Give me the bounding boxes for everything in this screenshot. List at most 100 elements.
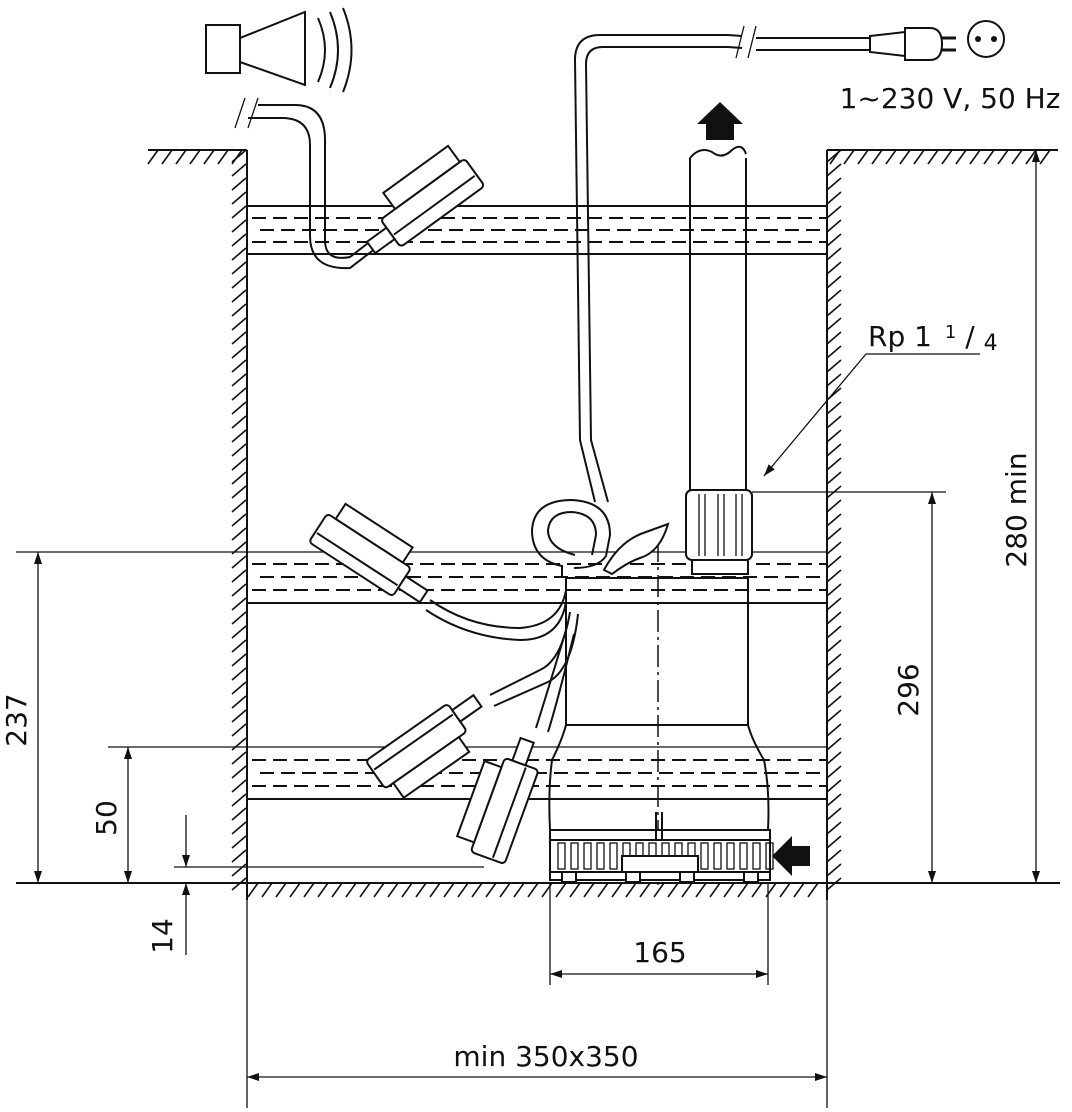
hatch-line — [555, 882, 567, 898]
hatch-line — [231, 863, 247, 877]
hatch-line — [231, 611, 247, 625]
hatch-line — [826, 737, 842, 751]
hatch-line — [231, 191, 247, 205]
strainer-slot — [739, 842, 748, 870]
hatch-line — [231, 471, 247, 485]
hatch-line — [807, 882, 819, 898]
outlet-thread-fraction-num: 1 — [945, 322, 956, 343]
hatch-line — [826, 415, 842, 429]
hatch-line — [826, 667, 842, 681]
floor-hatch — [247, 882, 819, 898]
hatch-line — [826, 723, 842, 737]
outlet-thread-fraction-slash: / — [965, 320, 975, 353]
hatch-line — [231, 639, 247, 653]
water-level-top — [247, 205, 827, 255]
hatch-line — [289, 882, 301, 898]
hatch-line — [345, 882, 357, 898]
hatch-line — [231, 779, 247, 793]
hatch-line — [415, 882, 427, 898]
hatch-line — [569, 882, 581, 898]
dimension-14: 14 — [146, 815, 484, 955]
plug-icon — [904, 27, 956, 61]
hatch-line — [231, 177, 247, 191]
hatch-line — [793, 882, 805, 898]
alarm-float-cable — [234, 97, 377, 270]
hatch-line — [1011, 149, 1023, 165]
hatch-line — [359, 882, 371, 898]
lower-float-switch — [455, 736, 539, 864]
hatch-line — [826, 247, 842, 261]
hatch-line — [231, 653, 247, 667]
hatch-line — [231, 485, 247, 499]
hatch-line — [927, 149, 939, 165]
hatch-line — [231, 821, 247, 835]
hatch-line — [231, 597, 247, 611]
hatch-line — [231, 625, 247, 639]
power-supply-label: 1~230 V, 50 Hz — [840, 82, 1061, 115]
hatch-line — [261, 882, 273, 898]
hatch-line — [826, 611, 842, 625]
hatch-line — [997, 149, 1009, 165]
hatch-line — [826, 625, 842, 639]
hatch-line — [826, 331, 842, 345]
hatch-line — [231, 387, 247, 401]
hatch-line — [231, 429, 247, 443]
hatch-line — [695, 882, 707, 898]
dimension-350x350: min 350x350 — [246, 900, 828, 1108]
hatch-line — [231, 793, 247, 807]
hatch-line — [231, 513, 247, 527]
hatch-line — [826, 261, 842, 275]
hatch-line — [826, 779, 842, 793]
strainer-slot — [609, 842, 618, 870]
hatch-line — [826, 541, 842, 555]
hatch-line — [826, 177, 842, 191]
hatch-line — [331, 882, 343, 898]
hatch-line — [231, 849, 247, 863]
hatch-line — [373, 882, 385, 898]
hatch-line — [826, 219, 842, 233]
hatch-line — [231, 345, 247, 359]
pump-strainer-base — [549, 812, 774, 883]
strainer-slot — [752, 842, 761, 870]
float-switch-cables — [425, 589, 579, 733]
hatch-line — [317, 882, 329, 898]
hatch-line — [826, 709, 842, 723]
hatch-line — [231, 415, 247, 429]
hatch-line — [231, 667, 247, 681]
strainer-slot — [583, 842, 592, 870]
hatch-line — [826, 681, 842, 695]
threaded-outlet — [685, 489, 753, 575]
hatch-line — [826, 821, 842, 835]
dimension-237: 237 — [0, 552, 42, 883]
hatch-line — [485, 882, 497, 898]
hatch-line — [826, 471, 842, 485]
power-cable — [573, 25, 906, 503]
hatch-line — [941, 149, 953, 165]
strainer-slot — [570, 842, 579, 870]
dimension-165: 165 — [549, 882, 769, 985]
hatch-line — [826, 527, 842, 541]
hatch-line — [527, 882, 539, 898]
outlet-thread-callout: Rp 1 1 / 4 — [763, 320, 998, 477]
hatch-line — [231, 247, 247, 261]
hatch-line — [231, 289, 247, 303]
hatch-line — [826, 807, 842, 821]
hatch-line — [231, 555, 247, 569]
strainer-slot — [557, 842, 566, 870]
hatch-line — [231, 695, 247, 709]
hatch-line — [275, 882, 287, 898]
hatch-line — [499, 882, 511, 898]
hatch-line — [667, 882, 679, 898]
hatch-line — [653, 882, 665, 898]
hatch-line — [175, 149, 187, 165]
hatch-line — [826, 653, 842, 667]
hatch-line — [826, 751, 842, 765]
hatch-line — [457, 882, 469, 898]
dimension-350x350-label: min 350x350 — [453, 1040, 638, 1073]
hatch-line — [723, 882, 735, 898]
hatch-line — [303, 882, 315, 898]
hatch-line — [826, 289, 842, 303]
hatch-line — [826, 849, 842, 863]
hatch-line — [826, 457, 842, 471]
hatch-line — [189, 149, 201, 165]
